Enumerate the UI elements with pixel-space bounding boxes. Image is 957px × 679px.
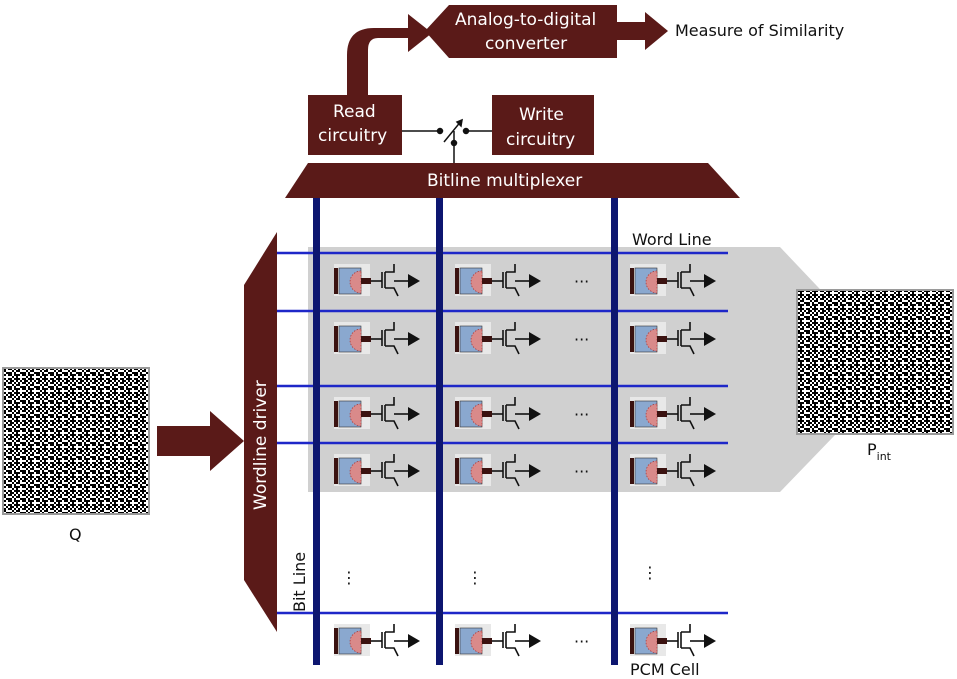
input-arrow-icon <box>157 411 244 471</box>
svg-text:···: ··· <box>574 272 589 291</box>
bit-lines <box>313 195 618 665</box>
write-circuitry-label-2: circuitry <box>506 130 575 150</box>
svg-text:···: ··· <box>574 405 589 424</box>
bit-line-2 <box>436 195 443 665</box>
q-image <box>2 367 150 515</box>
pcm-cell-icon <box>454 623 542 657</box>
q-label: Q <box>69 525 82 544</box>
output-arrow-icon <box>617 12 668 50</box>
p-int-label: Pint <box>867 440 892 463</box>
read-circuitry <box>308 95 402 155</box>
array-background <box>308 247 835 492</box>
analog-to-digital-converter <box>425 5 617 58</box>
svg-text:⋮: ⋮ <box>467 568 483 587</box>
wordline-driver <box>244 232 277 632</box>
word-line-label: Word Line <box>632 230 712 249</box>
read-to-adc-arrow-icon <box>347 14 432 95</box>
bitline-multiplexer <box>285 163 740 198</box>
bit-line-3 <box>611 195 618 665</box>
p-int-image <box>796 289 954 435</box>
svg-text:···: ··· <box>574 462 589 481</box>
read-circuitry-label-1: Read <box>333 102 376 122</box>
ellipsis-vertical: ⋮ ⋮ ⋮ <box>341 563 658 587</box>
bit-line-1 <box>313 195 320 665</box>
bitline-multiplexer-label: Bitline multiplexer <box>427 171 582 191</box>
write-circuitry-label-1: Write <box>519 105 564 125</box>
switch-icon <box>402 118 492 163</box>
write-circuitry <box>492 95 594 155</box>
measure-of-similarity-label: Measure of Similarity <box>675 21 844 40</box>
wordline-driver-label: Wordline driver <box>251 380 271 510</box>
pcm-cell-icon <box>629 623 717 657</box>
adc-label-1: Analog-to-digital <box>455 10 596 30</box>
svg-text:⋮: ⋮ <box>341 568 357 587</box>
bit-line-label: Bit Line <box>290 552 309 612</box>
svg-text:···: ··· <box>574 330 589 349</box>
adc-label-2: converter <box>485 34 567 54</box>
pcm-cell-icon <box>333 623 421 657</box>
svg-text:⋮: ⋮ <box>642 563 658 582</box>
read-circuitry-label-2: circuitry <box>318 126 387 146</box>
word-lines <box>277 251 728 615</box>
ellipsis-horizontal: ··· ··· ··· ··· ··· <box>574 272 589 651</box>
svg-text:···: ··· <box>574 632 589 651</box>
pcm-cell-label: PCM Cell <box>630 660 700 679</box>
